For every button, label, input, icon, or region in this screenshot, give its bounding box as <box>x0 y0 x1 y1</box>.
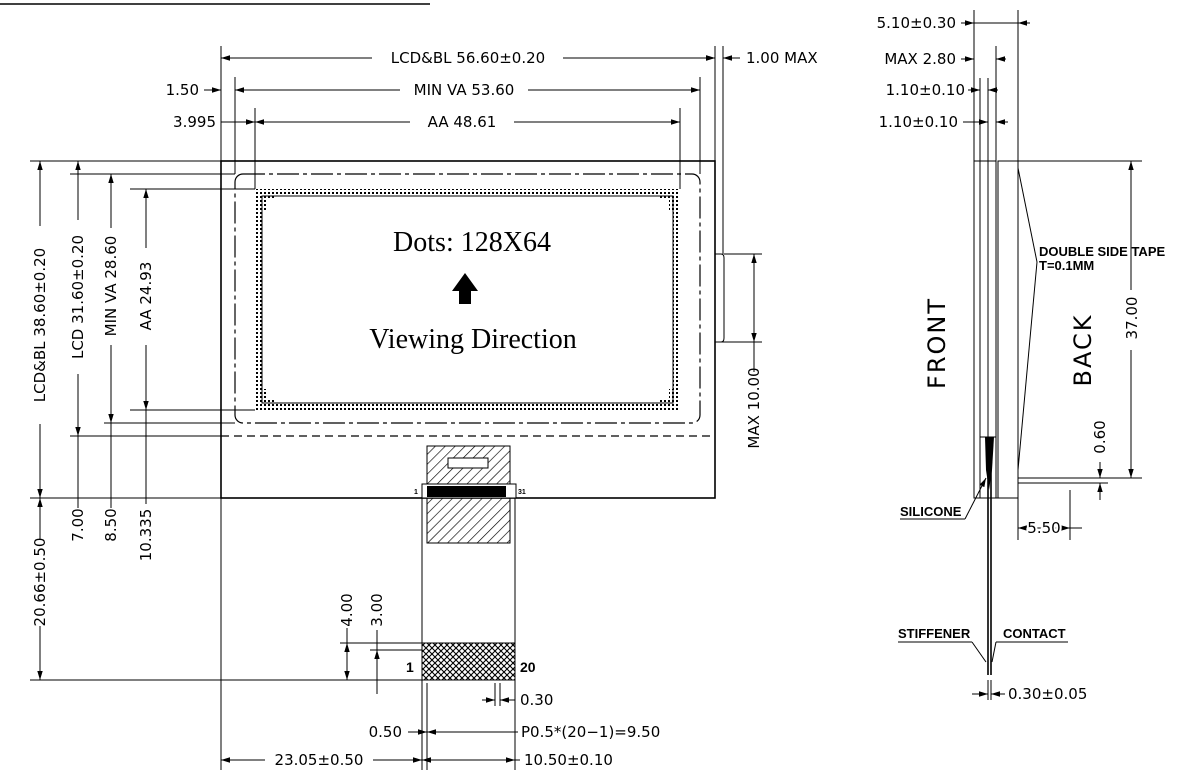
front-label: FRONT <box>923 297 951 389</box>
dim-0-30-0-05: 0.30±0.05 <box>1008 685 1087 703</box>
dim-8-50: 8.50 <box>102 508 120 541</box>
dim-10-50: 10.50±0.10 <box>524 751 613 769</box>
dim-5-10: 5.10±0.30 <box>877 14 956 32</box>
tape-label-1: DOUBLE SIDE TAPE <box>1039 244 1165 259</box>
front-glass <box>973 160 981 499</box>
dim-aa-height: AA 24.93 <box>137 262 155 331</box>
back-label: BACK <box>1069 314 1097 387</box>
pin-1-label: 1 <box>406 659 414 675</box>
dim-3-00: 3.00 <box>368 593 386 626</box>
dim-0-30: 0.30 <box>520 691 553 709</box>
dim-1-50: 1.50 <box>166 81 199 99</box>
dim-pitch: P0.5*(20−1)=9.50 <box>521 723 660 741</box>
dim-23-05: 23.05±0.50 <box>275 751 364 769</box>
dim-1-10-a: 1.10±0.10 <box>886 81 965 99</box>
fpc-contacts <box>421 642 516 681</box>
fpc-pin1: 1 <box>414 489 418 496</box>
stiffener-label: STIFFENER <box>898 626 971 641</box>
dim-0-60: 0.60 <box>1091 420 1109 453</box>
dim-1-10-b: 1.10±0.10 <box>879 113 958 131</box>
dim-aa-width: AA 48.61 <box>428 113 497 131</box>
dim-3-995: 3.995 <box>173 113 216 131</box>
dim-0-50: 0.50 <box>369 723 402 741</box>
fpc-bond <box>427 486 506 497</box>
fpc-pin31: 31 <box>518 489 526 496</box>
front-view: Dots: 128X64 Viewing Direction 1 31 1 20… <box>30 46 818 770</box>
dim-37-00: 37.00 <box>1123 297 1141 340</box>
dim-lcd-bl-width: LCD&BL 56.60±0.20 <box>391 49 545 67</box>
dim-20-66: 20.66±0.50 <box>31 538 49 627</box>
dim-1-max: 1.00 MAX <box>746 49 818 67</box>
dim-max-10: MAX 10.00 <box>745 367 763 448</box>
dim-max-2-80: MAX 2.80 <box>884 50 956 68</box>
dim-lcd-bl-height: LCD&BL 38.60±0.20 <box>31 248 49 402</box>
backlight <box>997 160 1019 499</box>
dim-lcd-height: LCD 31.60±0.20 <box>69 235 87 359</box>
dim-4-00: 4.00 <box>338 593 356 626</box>
contact-label: CONTACT <box>1003 626 1066 641</box>
dim-10-335: 10.335 <box>137 509 155 562</box>
side-tab <box>715 253 725 343</box>
dim-5-50: 5.50 <box>1027 519 1060 537</box>
tape-label-2: T=0.1MM <box>1039 258 1094 273</box>
dots-label: Dots: 128X64 <box>393 227 551 258</box>
side-view: 5.10±0.30 MAX 2.80 1.10±0.10 1.10±0.10 F… <box>877 10 1165 703</box>
viewing-arrow-icon <box>452 273 478 304</box>
dim-min-va-height: MIN VA 28.60 <box>102 236 120 337</box>
pin-20-label: 20 <box>520 659 536 675</box>
silicone-bead <box>985 437 994 490</box>
silicone-label: SILICONE <box>900 504 962 519</box>
viewing-direction-label: Viewing Direction <box>369 324 576 355</box>
min-va-outline <box>234 173 701 424</box>
dim-7-00: 7.00 <box>69 508 87 541</box>
dim-min-va-width: MIN VA 53.60 <box>414 81 515 99</box>
